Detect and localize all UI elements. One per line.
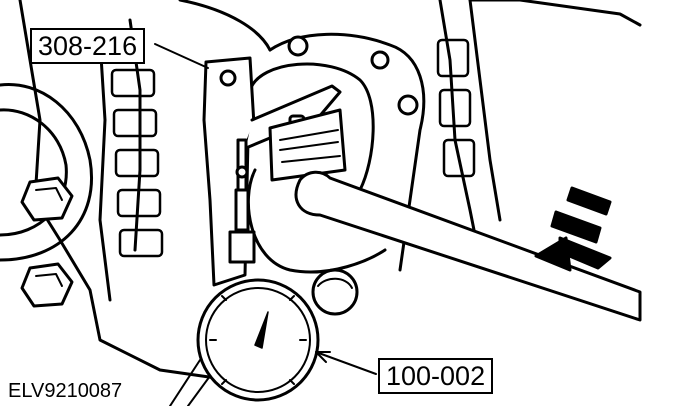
bolt-lower-left: [20, 262, 74, 308]
bolt-lower-right: [311, 268, 359, 316]
dial-indicator-stem: [228, 138, 256, 264]
direction-arrow: [534, 186, 612, 272]
dial-indicator: [169, 278, 320, 406]
bolt-upper-left: [20, 176, 74, 222]
callout-dial-indicator: 100-002: [378, 358, 494, 394]
callout-special-tool: 308-216: [30, 28, 146, 64]
left-housing: [0, 82, 93, 262]
leader-line-gauge: [315, 351, 377, 375]
bolt-top-case: [287, 35, 419, 116]
bearing-cone: [268, 108, 347, 182]
leader-line-tool: [154, 43, 209, 69]
case-ribs: [110, 38, 476, 258]
pry-bar: [294, 0, 642, 322]
figure-id: ELV9210087: [8, 380, 123, 402]
